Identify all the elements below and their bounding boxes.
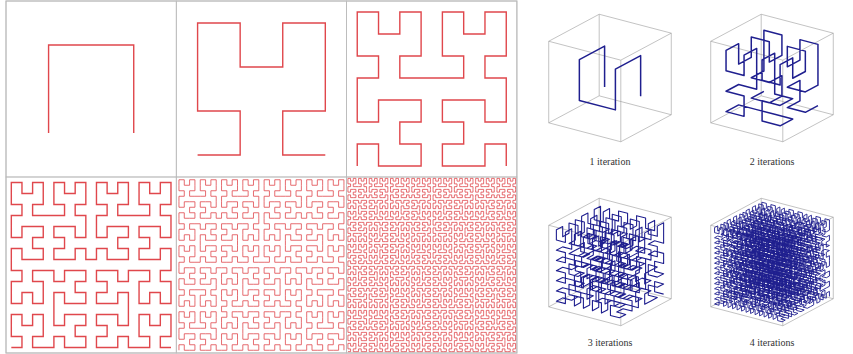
- hilbert-curve-2d: [11, 183, 171, 348]
- hilbert-curve-2d: [198, 23, 326, 155]
- cube-edge: [621, 115, 671, 142]
- cube-edge: [761, 14, 833, 33]
- cube-edge: [710, 225, 711, 307]
- iteration-label: 2 iterations: [748, 156, 797, 167]
- cube-edge: [549, 14, 599, 41]
- iteration-label: 3 iterations: [586, 337, 635, 348]
- cell-border: [347, 1, 517, 177]
- cube-edge: [599, 14, 600, 96]
- cell-border: [6, 1, 176, 177]
- cube-edge: [549, 198, 599, 225]
- cube-edge: [671, 33, 672, 115]
- cell-border: [176, 177, 346, 353]
- cube-edge: [833, 217, 834, 299]
- cube-edge: [761, 14, 762, 96]
- cell-border: [6, 177, 176, 353]
- cube-edge: [621, 33, 671, 60]
- hilbert-curve-3d: [556, 206, 663, 318]
- hilbert-curve-2d: [49, 45, 134, 133]
- hilbert-curve-2d: [179, 180, 344, 351]
- cube-edge: [549, 96, 599, 123]
- cube-edge: [761, 96, 833, 115]
- cube-edge: [833, 33, 834, 115]
- panel-border: [6, 1, 517, 353]
- cube-edge: [620, 60, 621, 142]
- hilbert-curve-3d: [726, 30, 818, 126]
- cube-edge: [782, 60, 783, 142]
- iteration-label: 4 iterations: [748, 337, 797, 348]
- cube-edge: [599, 96, 671, 115]
- iteration-label: 1 iteration: [588, 156, 633, 167]
- hilbert-curve-3d: [715, 202, 830, 322]
- cube-edge: [621, 299, 671, 326]
- cube-edge: [671, 217, 672, 299]
- cube-edge: [711, 41, 783, 60]
- hilbert-curve-2d: [348, 178, 516, 351]
- cube-edge: [711, 123, 783, 142]
- cube-edge: [548, 225, 549, 307]
- cube-edge: [548, 41, 549, 123]
- cell-border: [176, 1, 346, 177]
- cube-edge: [549, 123, 621, 142]
- cell-border: [347, 177, 517, 353]
- cube-edge: [599, 14, 671, 33]
- cube-edge: [710, 41, 711, 123]
- hilbert-curve-2d: [357, 12, 506, 166]
- hilbert-curve-3d: [579, 46, 640, 110]
